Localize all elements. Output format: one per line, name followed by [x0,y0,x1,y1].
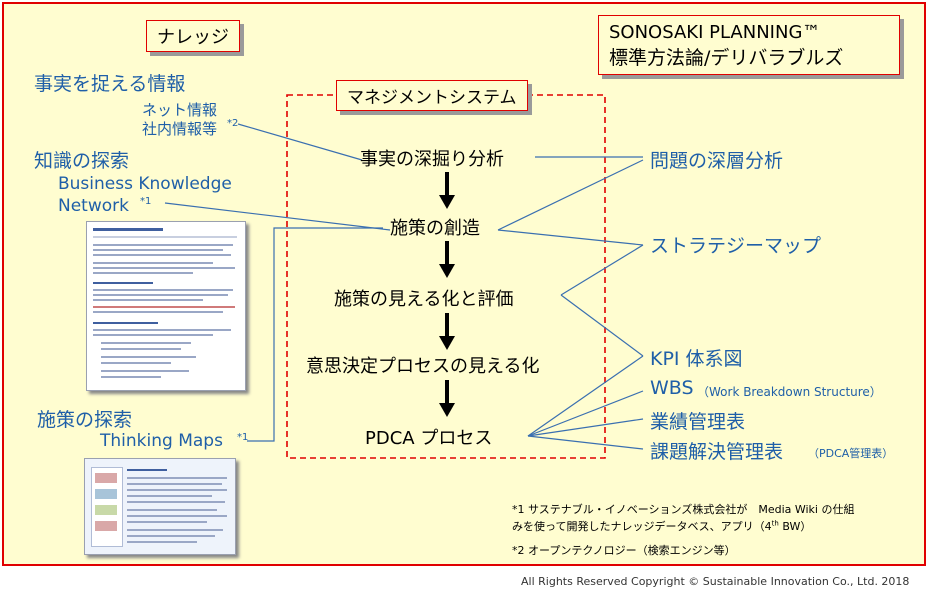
bkn-note: *1 [140,196,152,207]
footnote-1-end: BW） [782,520,812,533]
arrowhead-2 [439,264,455,278]
line-pdca-to-performance [527,418,644,437]
step-pdca: PDCA プロセス [365,428,493,449]
deliverable-problem-analysis: 問題の深層分析 [650,150,784,172]
title-line2: 標準方法論/デリバラブルズ [609,47,844,69]
step-visualize-evaluate: 施策の見える化と評価 [334,289,514,310]
line-pdca-to-kpi [527,355,644,437]
footnote-1-sup: th [771,519,779,528]
line-facts-to-analysis [237,123,363,161]
deliverable-issues: 課題解決管理表 [650,441,784,463]
line-pdca-to-issues [527,435,644,450]
deliverable-strategy-map: ストラテジーマップ [650,235,822,257]
facts-note: *2 [227,118,239,129]
footnote-2: *2 オープンテクノロジー（検索エンジン等） [512,544,736,557]
step-measure-creation: 施策の創造 [390,218,480,239]
line-eval-to-strategy [560,244,644,296]
line-thinking-to-creation [247,227,383,442]
line-creation-to-problem [497,159,644,231]
copyright: All Rights Reserved Copyright © Sustaina… [521,575,910,588]
line-creation-to-strategy [497,229,644,246]
footnote-1-line2: みを使って開発したナレッジデータベス、アプリ（4th BW） [512,518,811,534]
deliverable-kpi: KPI 体系図 [650,348,743,370]
deliverable-issues-note: （PDCA管理表） [808,447,894,460]
facts-sub2: 社内情報等 [142,120,218,138]
bkn-line1: Business Knowledge [58,174,232,194]
bkn-screenshot-thumbnail [86,221,246,391]
line-bkn-to-creation [164,202,391,231]
management-system-box [286,94,606,459]
arrowhead-1 [439,195,455,209]
deliverable-wbs-note: （Work Breakdown Structure） [697,385,882,399]
knowledge-heading: 知識の探索 [34,150,130,172]
step-decision-process: 意思決定プロセスの見える化 [306,356,540,377]
step-fact-analysis: 事実の深掘り分析 [360,149,504,170]
knowledge-label: ナレッジ [146,20,240,52]
management-system-label: マネジメントシステム [336,80,528,111]
bkn-line2: Network [58,196,129,216]
line-eval-to-kpi [560,294,644,357]
thinking-maps-note: *1 [237,432,249,443]
title-line1: SONOSAKI PLANNING™ [609,22,821,43]
deliverable-performance: 業績管理表 [650,411,746,433]
arrowhead-3 [439,336,455,350]
arrowhead-4 [439,403,455,417]
facts-heading: 事実を捉える情報 [34,73,186,95]
footnote-1-line1: *1 サステナブル・イノベーションズ株式会社が Media Wiki の仕組 [512,503,855,516]
facts-sub1: ネット情報 [142,101,218,119]
measures-heading: 施策の探索 [37,409,133,431]
title-box: SONOSAKI PLANNING™ 標準方法論/デリバラブルズ [598,15,900,75]
deliverable-wbs: WBS [650,377,694,399]
thinking-maps-label: Thinking Maps [100,431,223,451]
footnote-1-text: みを使って開発したナレッジデータベス、アプリ（4 [512,520,772,533]
line-pdca-to-wbs [527,390,644,437]
thinking-maps-thumbnail [84,458,236,555]
